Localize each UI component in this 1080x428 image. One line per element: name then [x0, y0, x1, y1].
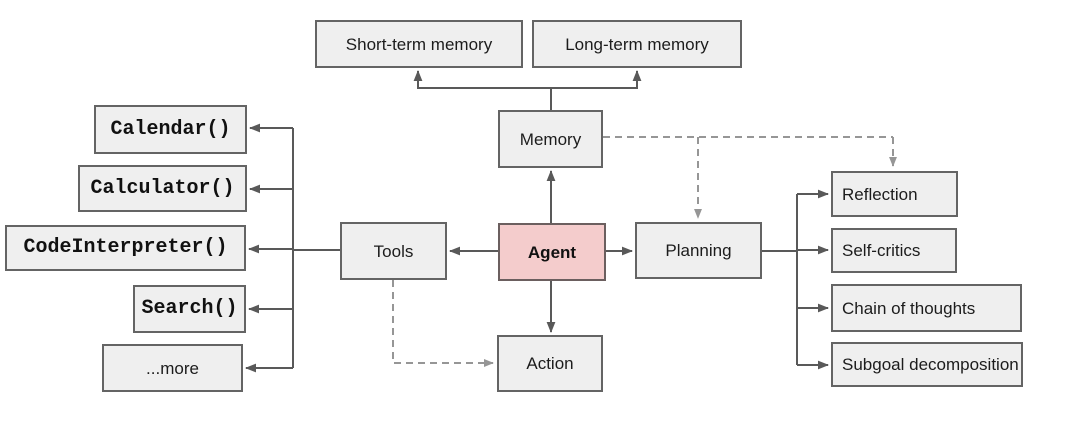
dashed-tools-action	[392, 280, 494, 367]
node-calculator: Calculator()	[78, 165, 247, 212]
node-planning: Planning	[635, 222, 762, 279]
node-memory-label: Memory	[519, 129, 582, 149]
node-code-interpreter: CodeInterpreter()	[5, 225, 246, 271]
node-subgoal-decomposition: Subgoal decomposition	[831, 342, 1023, 387]
node-calendar: Calendar()	[94, 105, 247, 154]
node-more-label: ...more	[146, 358, 199, 378]
node-chain-of-thoughts-label: Chain of thoughts	[842, 298, 976, 318]
node-subgoal-decomposition-label: Subgoal decomposition	[842, 355, 1019, 374]
node-agent-label: Agent	[527, 242, 577, 262]
node-action-label: Action	[526, 354, 574, 373]
node-long-term-memory: Long-term memory	[532, 20, 742, 68]
node-short-term-memory: Short-term memory	[315, 20, 523, 68]
node-search-label: Search()	[141, 297, 238, 320]
node-chain-of-thoughts: Chain of thoughts	[831, 284, 1022, 332]
node-planning-label: Planning	[665, 241, 732, 260]
node-long-term-memory-label: Long-term memory	[565, 34, 709, 54]
node-memory: Memory	[498, 110, 603, 168]
node-more: ...more	[102, 344, 243, 392]
node-agent: Agent	[498, 223, 606, 281]
node-tools: Tools	[340, 222, 447, 280]
node-self-critics-label: Self-critics	[842, 241, 921, 260]
node-code-interpreter-label: CodeInterpreter()	[23, 236, 228, 259]
node-tools-label: Tools	[373, 241, 414, 261]
dashed-connectors	[392, 136, 897, 367]
node-calculator-label: Calculator()	[90, 176, 235, 200]
node-reflection: Reflection	[831, 171, 958, 217]
node-search: Search()	[133, 285, 246, 333]
node-reflection-label: Reflection	[842, 184, 918, 204]
node-calendar-label: Calendar()	[110, 117, 231, 141]
node-short-term-memory-label: Short-term memory	[345, 34, 493, 54]
node-self-critics: Self-critics	[831, 228, 957, 273]
node-action: Action	[497, 335, 603, 392]
solid-connectors	[245, 70, 829, 373]
